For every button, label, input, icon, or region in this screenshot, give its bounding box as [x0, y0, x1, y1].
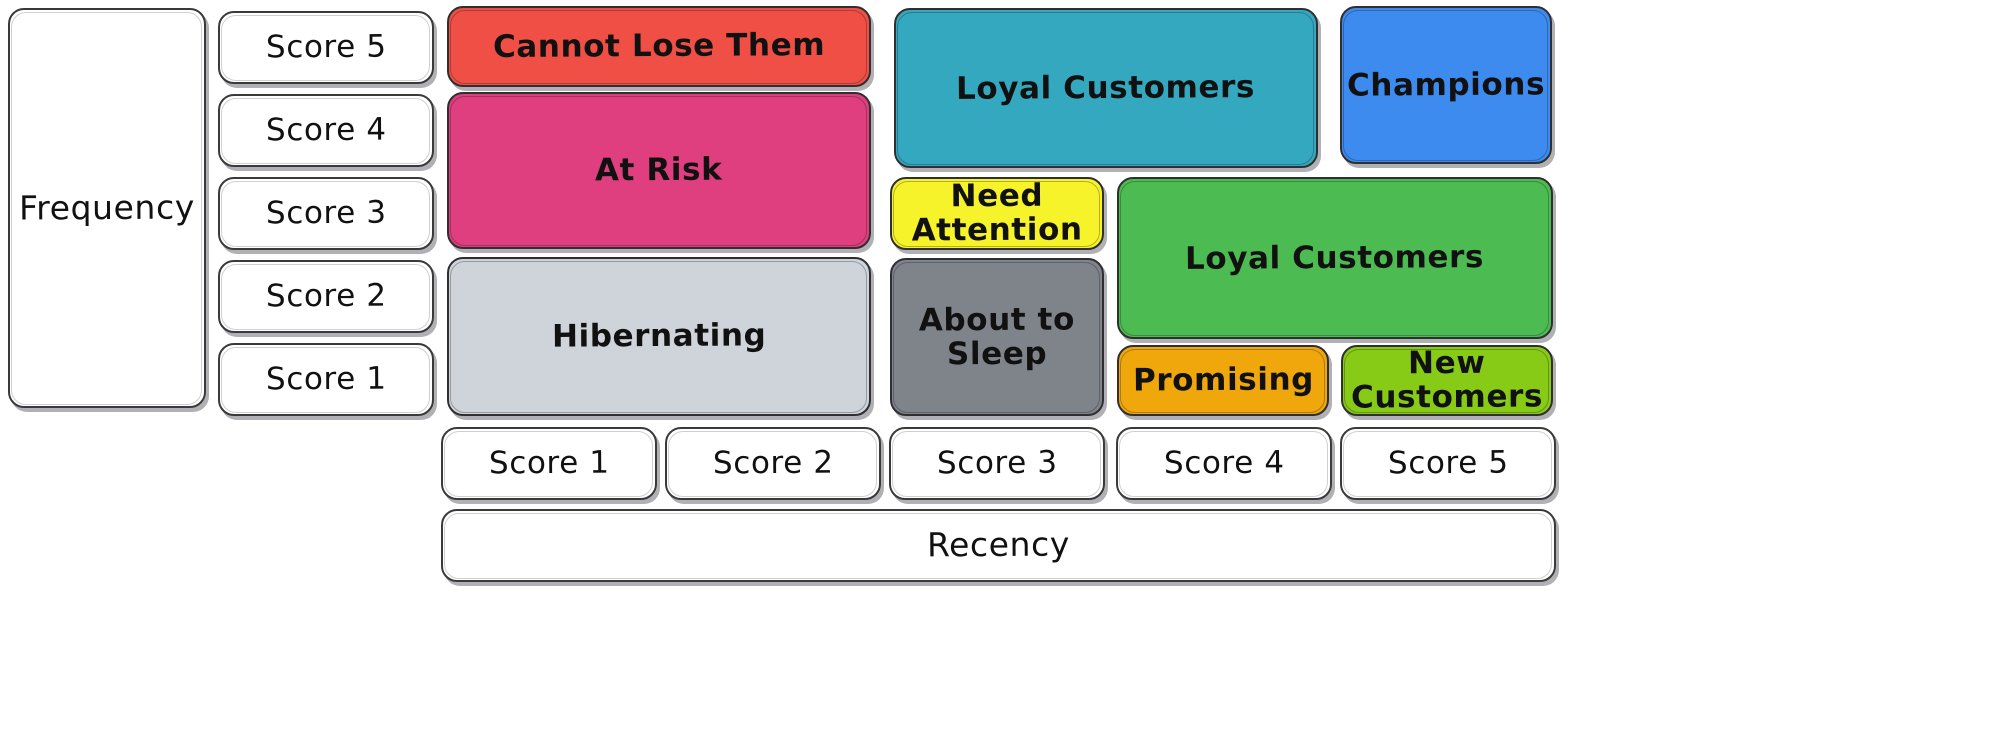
- segment-loyal-customers-green-label: Loyal Customers: [1185, 239, 1485, 277]
- frequency-score-2[interactable]: Score 2: [218, 260, 434, 333]
- segment-champions[interactable]: Champions: [1340, 6, 1552, 164]
- axis-frequency-title-label: Frequency: [18, 187, 196, 228]
- segment-new-customers[interactable]: New Customers: [1341, 345, 1553, 416]
- segment-at-risk[interactable]: At Risk: [447, 92, 871, 249]
- segment-at-risk-label: At Risk: [595, 152, 723, 189]
- segment-promising[interactable]: Promising: [1117, 345, 1329, 416]
- frequency-score-1[interactable]: Score 1: [218, 343, 434, 416]
- axis-frequency-title: Frequency: [8, 8, 206, 408]
- axis-recency-title-label: Recency: [926, 524, 1071, 565]
- recency-score-3[interactable]: Score 3: [889, 427, 1105, 500]
- segment-champions-label: Champions: [1346, 66, 1546, 104]
- segment-hibernating-label: Hibernating: [551, 317, 767, 356]
- frequency-score-5[interactable]: Score 5: [218, 11, 434, 84]
- segment-cannot-lose-them-label: Cannot Lose Them: [492, 27, 826, 66]
- segment-loyal-customers-teal-label: Loyal Customers: [956, 69, 1256, 107]
- segment-new-customers-label: New Customers: [1351, 345, 1544, 417]
- frequency-score-3[interactable]: Score 3: [218, 177, 434, 250]
- segment-hibernating[interactable]: Hibernating: [447, 257, 871, 416]
- recency-score-4[interactable]: Score 4: [1116, 427, 1332, 500]
- recency-score-1[interactable]: Score 1: [441, 427, 657, 500]
- axis-recency-title: Recency: [441, 509, 1556, 582]
- segment-loyal-customers-teal[interactable]: Loyal Customers: [894, 8, 1318, 168]
- segment-loyal-customers-green[interactable]: Loyal Customers: [1117, 177, 1553, 339]
- segment-promising-label: Promising: [1132, 361, 1314, 400]
- segment-cannot-lose-them[interactable]: Cannot Lose Them: [447, 6, 871, 87]
- segment-about-to-sleep[interactable]: About to Sleep: [890, 258, 1104, 416]
- recency-score-2[interactable]: Score 2: [665, 427, 881, 500]
- frequency-score-4[interactable]: Score 4: [218, 94, 434, 167]
- segment-need-attention-label: Need Attention: [911, 178, 1083, 250]
- segment-about-to-sleep-label: About to Sleep: [918, 301, 1076, 373]
- segment-need-attention[interactable]: Need Attention: [890, 177, 1104, 250]
- recency-score-5[interactable]: Score 5: [1340, 427, 1556, 500]
